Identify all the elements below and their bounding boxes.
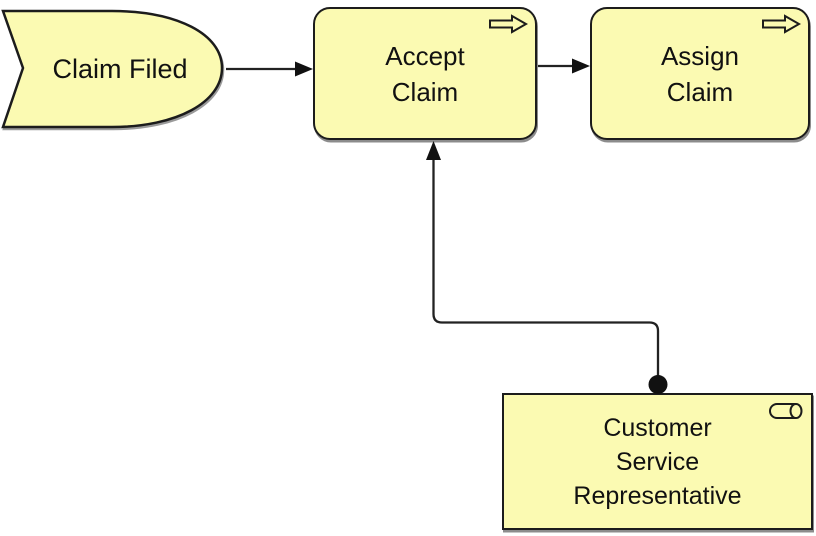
- process-arrow-icon: [489, 14, 528, 34]
- label-line: Representative: [573, 481, 742, 510]
- node-claim-filed[interactable]: [0, 8, 230, 130]
- label-line: Assign: [660, 40, 740, 71]
- label-line: Accept: [385, 40, 465, 71]
- node-customer-service-representative[interactable]: Customer Service Representative: [502, 393, 813, 530]
- label-line: Claim: [666, 76, 734, 107]
- node-assign-claim[interactable]: Assign Claim: [590, 7, 810, 140]
- node-claim-filed-label: Claim Filed: [52, 53, 188, 84]
- assignment-csr-to-accept-claim[interactable]: [426, 141, 668, 394]
- role-icon: [769, 403, 803, 419]
- label-line: Service: [615, 447, 700, 476]
- node-csr-label: Customer Service Representative: [573, 411, 741, 513]
- node-accept-claim[interactable]: Accept Claim: [313, 7, 537, 140]
- flow-accept-claim-to-assign-claim[interactable]: [538, 58, 590, 74]
- node-assign-claim-label: Assign Claim: [661, 38, 739, 110]
- label-line: Customer: [603, 413, 712, 442]
- flow-claim-filed-to-accept-claim[interactable]: [226, 61, 313, 77]
- label-line: Claim: [391, 76, 459, 107]
- process-arrow-icon: [762, 14, 801, 34]
- business-event-shape[interactable]: [1, 9, 224, 129]
- node-accept-claim-label: Accept Claim: [385, 38, 465, 110]
